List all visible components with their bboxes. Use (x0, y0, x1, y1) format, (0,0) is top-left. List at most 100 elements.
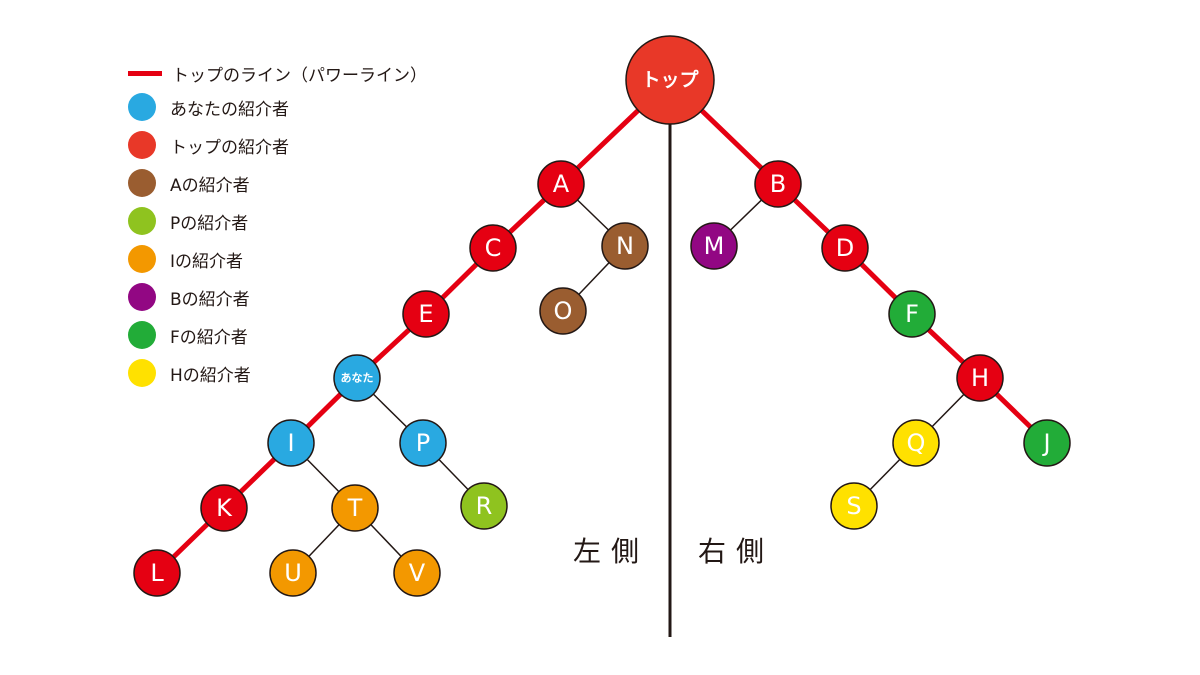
tree-node-e: E (402, 290, 450, 338)
legend-label: Iの紹介者 (170, 251, 244, 272)
node-circle (892, 419, 940, 467)
legend-label: Pの紹介者 (170, 213, 249, 234)
legend-item: Aの紹介者 (128, 164, 427, 202)
node-label: L (150, 559, 164, 587)
node-circle (537, 160, 585, 208)
legend-label: Aの紹介者 (170, 175, 250, 196)
node-circle (956, 354, 1004, 402)
tree-node-top: トップ (625, 35, 715, 125)
right-side-label: 右側 (698, 535, 775, 568)
tree-node-n: N (601, 222, 649, 270)
node-label: C (485, 234, 502, 262)
node-label: あなた (341, 372, 374, 385)
node-circle (539, 287, 587, 335)
tree-node-l: L (133, 549, 181, 597)
tree-node-f: F (888, 290, 936, 338)
legend-label: トップの紹介者 (170, 137, 289, 158)
tree-node-h: H (956, 354, 1004, 402)
color-dot-icon (128, 207, 156, 235)
tree-node-t: T (331, 484, 379, 532)
legend-label: あなたの紹介者 (170, 99, 289, 120)
node-circle (133, 549, 181, 597)
tree-node-a: A (537, 160, 585, 208)
node-label: Q (907, 429, 926, 457)
node-circle (402, 290, 450, 338)
tree-node-you: あなた (333, 354, 381, 402)
tree-node-c: C (469, 224, 517, 272)
node-circle (821, 224, 869, 272)
node-label: R (476, 492, 493, 520)
legend-label: Hの紹介者 (170, 365, 251, 386)
node-circle (269, 549, 317, 597)
node-circle (1023, 419, 1071, 467)
tree-node-p: P (399, 419, 447, 467)
node-label: A (553, 170, 570, 198)
node-circle (830, 482, 878, 530)
color-dot-icon (128, 169, 156, 197)
legend-label: Fの紹介者 (170, 327, 248, 348)
node-label: トップ (641, 68, 699, 91)
color-dot-icon (128, 93, 156, 121)
node-circle (754, 160, 802, 208)
legend: トップのライン（パワーライン） あなたの紹介者 トップの紹介者 Aの紹介者 Pの… (128, 58, 427, 392)
tree-node-q: Q (892, 419, 940, 467)
tree-node-b: B (754, 160, 802, 208)
tree-node-j: J (1023, 419, 1071, 467)
tree-node-v: V (393, 549, 441, 597)
power-line-swatch (128, 70, 162, 76)
tree-node-d: D (821, 224, 869, 272)
tree-node-r: R (460, 482, 508, 530)
node-label: S (846, 492, 861, 520)
legend-label: Bの紹介者 (170, 289, 250, 310)
color-dot-icon (128, 131, 156, 159)
node-circle (331, 484, 379, 532)
node-label: O (554, 297, 573, 325)
node-circle (460, 482, 508, 530)
legend-item: トップの紹介者 (128, 126, 427, 164)
legend-item-power-line: トップのライン（パワーライン） (128, 58, 427, 88)
node-label: P (416, 429, 430, 457)
left-side-label: 左側 (573, 535, 650, 568)
legend-item: Fの紹介者 (128, 316, 427, 354)
node-circle (469, 224, 517, 272)
color-dot-icon (128, 321, 156, 349)
color-dot-icon (128, 359, 156, 387)
tree-node-i: I (267, 419, 315, 467)
node-circle (625, 35, 715, 125)
node-label: U (284, 559, 302, 587)
node-circle (690, 222, 738, 270)
node-label: V (409, 559, 426, 587)
node-label: D (836, 234, 854, 262)
node-label: B (770, 170, 786, 198)
legend-label: トップのライン（パワーライン） (172, 65, 427, 86)
legend-item: あなたの紹介者 (128, 88, 427, 126)
node-label: E (418, 300, 433, 328)
legend-item: Pの紹介者 (128, 202, 427, 240)
tree-node-s: S (830, 482, 878, 530)
tree-node-m: M (690, 222, 738, 270)
node-circle (601, 222, 649, 270)
node-circle (333, 354, 381, 402)
node-label: M (704, 232, 725, 260)
legend-item: Iの紹介者 (128, 240, 427, 278)
node-label: T (347, 494, 363, 522)
node-circle (267, 419, 315, 467)
node-label: K (216, 494, 233, 522)
node-label: J (1041, 429, 1050, 457)
tree-node-o: O (539, 287, 587, 335)
legend-item: Bの紹介者 (128, 278, 427, 316)
node-circle (888, 290, 936, 338)
node-circle (200, 484, 248, 532)
node-circle (399, 419, 447, 467)
node-label: F (905, 300, 919, 328)
color-dot-icon (128, 245, 156, 273)
node-label: I (287, 429, 294, 457)
legend-item: Hの紹介者 (128, 354, 427, 392)
node-label: N (616, 232, 634, 260)
color-dot-icon (128, 283, 156, 311)
tree-node-k: K (200, 484, 248, 532)
tree-node-u: U (269, 549, 317, 597)
node-label: H (971, 364, 989, 392)
node-circle (393, 549, 441, 597)
